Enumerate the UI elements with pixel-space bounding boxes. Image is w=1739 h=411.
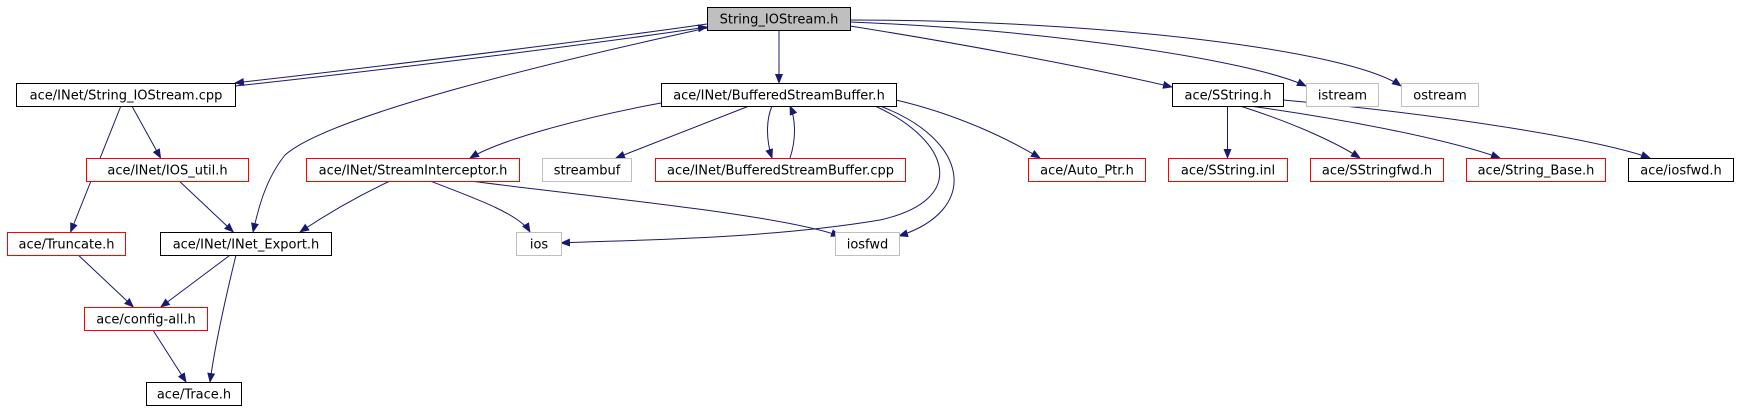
node-box [7, 232, 126, 256]
node-box [1172, 83, 1284, 107]
node-label: istream [1318, 89, 1367, 104]
node-label: ace/SStringfwd.h [1322, 164, 1432, 179]
node-string-iostream-cpp[interactable]: ace/INet/String_IOStream.cpp [16, 83, 236, 107]
node-label: ostream [1413, 89, 1467, 104]
edge-truncate_h-to-config_all_h [77, 254, 135, 308]
node-label: streambuf [554, 164, 621, 179]
edge-stream_interceptor_h-to-inet_export_h [299, 180, 391, 233]
node-label: ace/INet/BufferedStreamBuffer.h [673, 89, 885, 104]
edge-sstring_h-to-iosfwd_h [1282, 99, 1651, 159]
node-box [655, 158, 906, 182]
node-box [146, 382, 242, 406]
edge-sstring_h-to-string_base_h [1249, 105, 1501, 159]
node-label: ace/Trace.h [157, 388, 231, 403]
node-ostream: ostream [1401, 83, 1479, 107]
edge-buffered_stream_buffer_h-to-streambuf [614, 105, 750, 159]
node-box [542, 158, 632, 182]
edge-stream_interceptor_h-to-iosfwd [469, 180, 841, 237]
node-stream-interceptor-h[interactable]: ace/INet/StreamInterceptor.h [306, 158, 520, 182]
edge-inet_export_h-to-config_all_h [159, 254, 231, 308]
edge-string_iostream_cpp-to-ios_util_h [131, 105, 162, 159]
edge-buffered_stream_buffer_h-to-auto_ptr_h [895, 99, 1041, 159]
node-label: ace/INet/BufferedStreamBuffer.cpp [667, 164, 894, 179]
edge-root-to-istream [849, 21, 1307, 87]
edge-root-to-ostream [849, 19, 1402, 87]
node-box [1168, 158, 1288, 182]
node-box [835, 232, 900, 256]
node-label: ace/iosfwd.h [1640, 164, 1721, 179]
node-box [516, 232, 562, 256]
node-buffered-stream-buffer-cpp[interactable]: ace/INet/BufferedStreamBuffer.cpp [655, 158, 906, 182]
node-inet-export-h[interactable]: ace/INet/INet_Export.h [160, 232, 332, 256]
edge-root-to-string_iostream_cpp [234, 23, 708, 86]
node-iosfwd-h[interactable]: ace/iosfwd.h [1628, 158, 1734, 182]
node-trace-h[interactable]: ace/Trace.h [146, 382, 242, 406]
node-iosfwd: iosfwd [835, 232, 900, 256]
edges-layer [70, 19, 1651, 383]
edge-buffered_stream_buffer_h-to-ios [560, 105, 941, 247]
edge-config_all_h-to-trace_h [152, 329, 187, 383]
node-box [1628, 158, 1734, 182]
node-sstringfwd-h[interactable]: ace/SStringfwd.h [1310, 158, 1444, 182]
node-box [16, 83, 236, 107]
node-label: ace/INet/IOS_util.h [107, 164, 227, 179]
node-box [84, 307, 208, 331]
node-label: ace/SString.inl [1181, 164, 1275, 179]
node-label: String_IOStream.h [720, 13, 839, 28]
edge-inet_export_h-to-trace_h [207, 254, 237, 383]
node-box [1401, 83, 1479, 107]
node-label: ace/INet/INet_Export.h [173, 238, 320, 253]
node-box [1466, 158, 1606, 182]
node-box [1028, 158, 1146, 182]
node-label: ace/INet/String_IOStream.cpp [30, 89, 223, 104]
node-buffered-stream-buffer-h[interactable]: ace/INet/BufferedStreamBuffer.h [661, 83, 897, 107]
edge-buffered_stream_buffer_h-to-stream_interceptor_h [469, 102, 662, 159]
node-sstring-h[interactable]: ace/SString.h [1172, 83, 1284, 107]
node-box [306, 158, 520, 182]
node-label: ace/Truncate.h [19, 238, 115, 253]
nodes-layer: String_IOStream.h ace/INet/String_IOStrea… [7, 7, 1734, 406]
edge-buffered_stream_buffer_cpp-to-buffered_stream_buffer_h [789, 105, 798, 159]
node-sstring-inl[interactable]: ace/SString.inl [1168, 158, 1288, 182]
node-label: ace/String_Base.h [1478, 164, 1595, 179]
edge-buffered_stream_buffer_h-to-buffered_stream_buffer_cpp [765, 105, 773, 159]
edge-sstring_h-to-sstringfwd_h [1239, 105, 1361, 159]
edge-root-to-inet_export_h [251, 27, 708, 233]
node-box [1306, 83, 1379, 107]
node-truncate-h[interactable]: ace/Truncate.h [7, 232, 126, 256]
node-string-base-h[interactable]: ace/String_Base.h [1466, 158, 1606, 182]
node-streambuf: streambuf [542, 158, 632, 182]
node-label: ios [530, 238, 549, 253]
node-box [86, 158, 249, 182]
edge-string_iostream_cpp-to-root [234, 24, 708, 87]
node-istream: istream [1306, 83, 1379, 107]
node-label: iosfwd [847, 238, 889, 253]
node-label: ace/INet/StreamInterceptor.h [319, 164, 508, 179]
edge-stream_interceptor_h-to-ios [429, 180, 531, 233]
node-box [160, 232, 332, 256]
node-box [1310, 158, 1444, 182]
node-label: ace/config-all.h [96, 313, 196, 328]
node-ios-util-h[interactable]: ace/INet/IOS_util.h [86, 158, 249, 182]
node-ios: ios [516, 232, 562, 256]
edge-root-to-sstring_h [849, 25, 1173, 89]
node-root: String_IOStream.h [707, 7, 851, 31]
node-label: ace/SString.h [1185, 89, 1272, 104]
node-box [661, 83, 897, 107]
node-box [707, 7, 851, 31]
node-label: ace/Auto_Ptr.h [1040, 164, 1134, 179]
edge-buffered_stream_buffer_h-to-iosfwd [879, 105, 955, 238]
node-auto-ptr-h[interactable]: ace/Auto_Ptr.h [1028, 158, 1146, 182]
node-config-all-h[interactable]: ace/config-all.h [84, 307, 208, 331]
edge-ios_util_h-to-inet_export_h [178, 180, 235, 233]
